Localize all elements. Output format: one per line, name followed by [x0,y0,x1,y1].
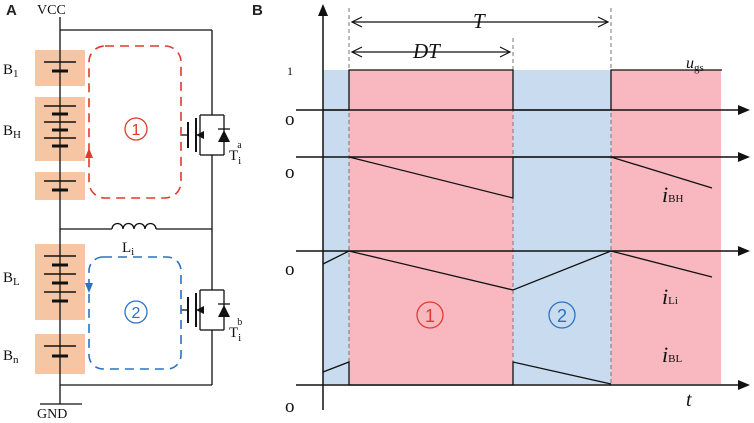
ibl-label: iBL [662,342,682,367]
loop-2-marker [124,300,148,324]
panel-b: B [252,2,750,417]
t-axis-label: t [686,389,692,411]
bn-label: Bn [3,348,19,366]
zero-label-ibl: o [285,396,295,417]
mosfet-b-diode [218,305,230,317]
vcc-label: VCC [37,3,66,18]
panel-a: A VCC GND [3,2,242,422]
region-1-marker [416,301,444,329]
region-2-blue [513,70,611,384]
mosfet-a-diode [218,130,230,142]
ibl-waveform [322,361,612,386]
loop-2-path [88,256,182,370]
zero-label-ibh: o [285,162,295,183]
ili-waveform [322,250,713,291]
level-one-label: 1 [287,64,293,78]
y-axis-arrow [318,4,328,16]
panel-a-label: A [6,2,17,19]
region-2-label: 2 [557,306,567,326]
inductor-label: Li [122,240,134,258]
zero-label-ili: o [285,259,295,280]
switch-b-label: Tib [229,317,242,344]
region-1-pink [349,70,513,384]
battery-symbols [44,61,76,358]
bh-label: BH [3,123,21,141]
duty-span [350,46,512,58]
region-1-pink-end [611,70,721,384]
mosfet-b-arrow [196,306,204,314]
gnd-label: GND [37,407,67,422]
region-1-label: 1 [425,306,435,326]
region-blue-start [323,70,349,384]
bl-label: BL [3,270,20,288]
loop-1-arrow [85,148,93,158]
loop-1-label: 1 [132,122,141,139]
circuit-wires [40,17,213,405]
loop-2-label: 2 [132,305,141,322]
b1-label: B1 [3,62,19,80]
axis-arrowheads [738,105,750,390]
period-label: T [473,9,486,33]
loop-2-arrow [85,283,93,293]
period-span [350,16,610,28]
ugs-waveform [323,69,722,111]
duty-label: DT [412,39,441,63]
ibh-label: iBH [662,182,683,207]
ibh-waveform [348,156,713,199]
mosfet-a-arrow [196,131,204,139]
loop-1-path [88,45,182,199]
zero-label-ugs: o [285,109,295,130]
region-2-marker [548,301,576,329]
inductor-symbol [111,222,157,230]
ili-label: iLi [662,284,678,309]
loop-1-marker [124,117,148,141]
ugs-label: ugs [686,55,704,74]
panel-b-label: B [252,2,263,19]
switch-a-label: Tia [229,140,242,167]
